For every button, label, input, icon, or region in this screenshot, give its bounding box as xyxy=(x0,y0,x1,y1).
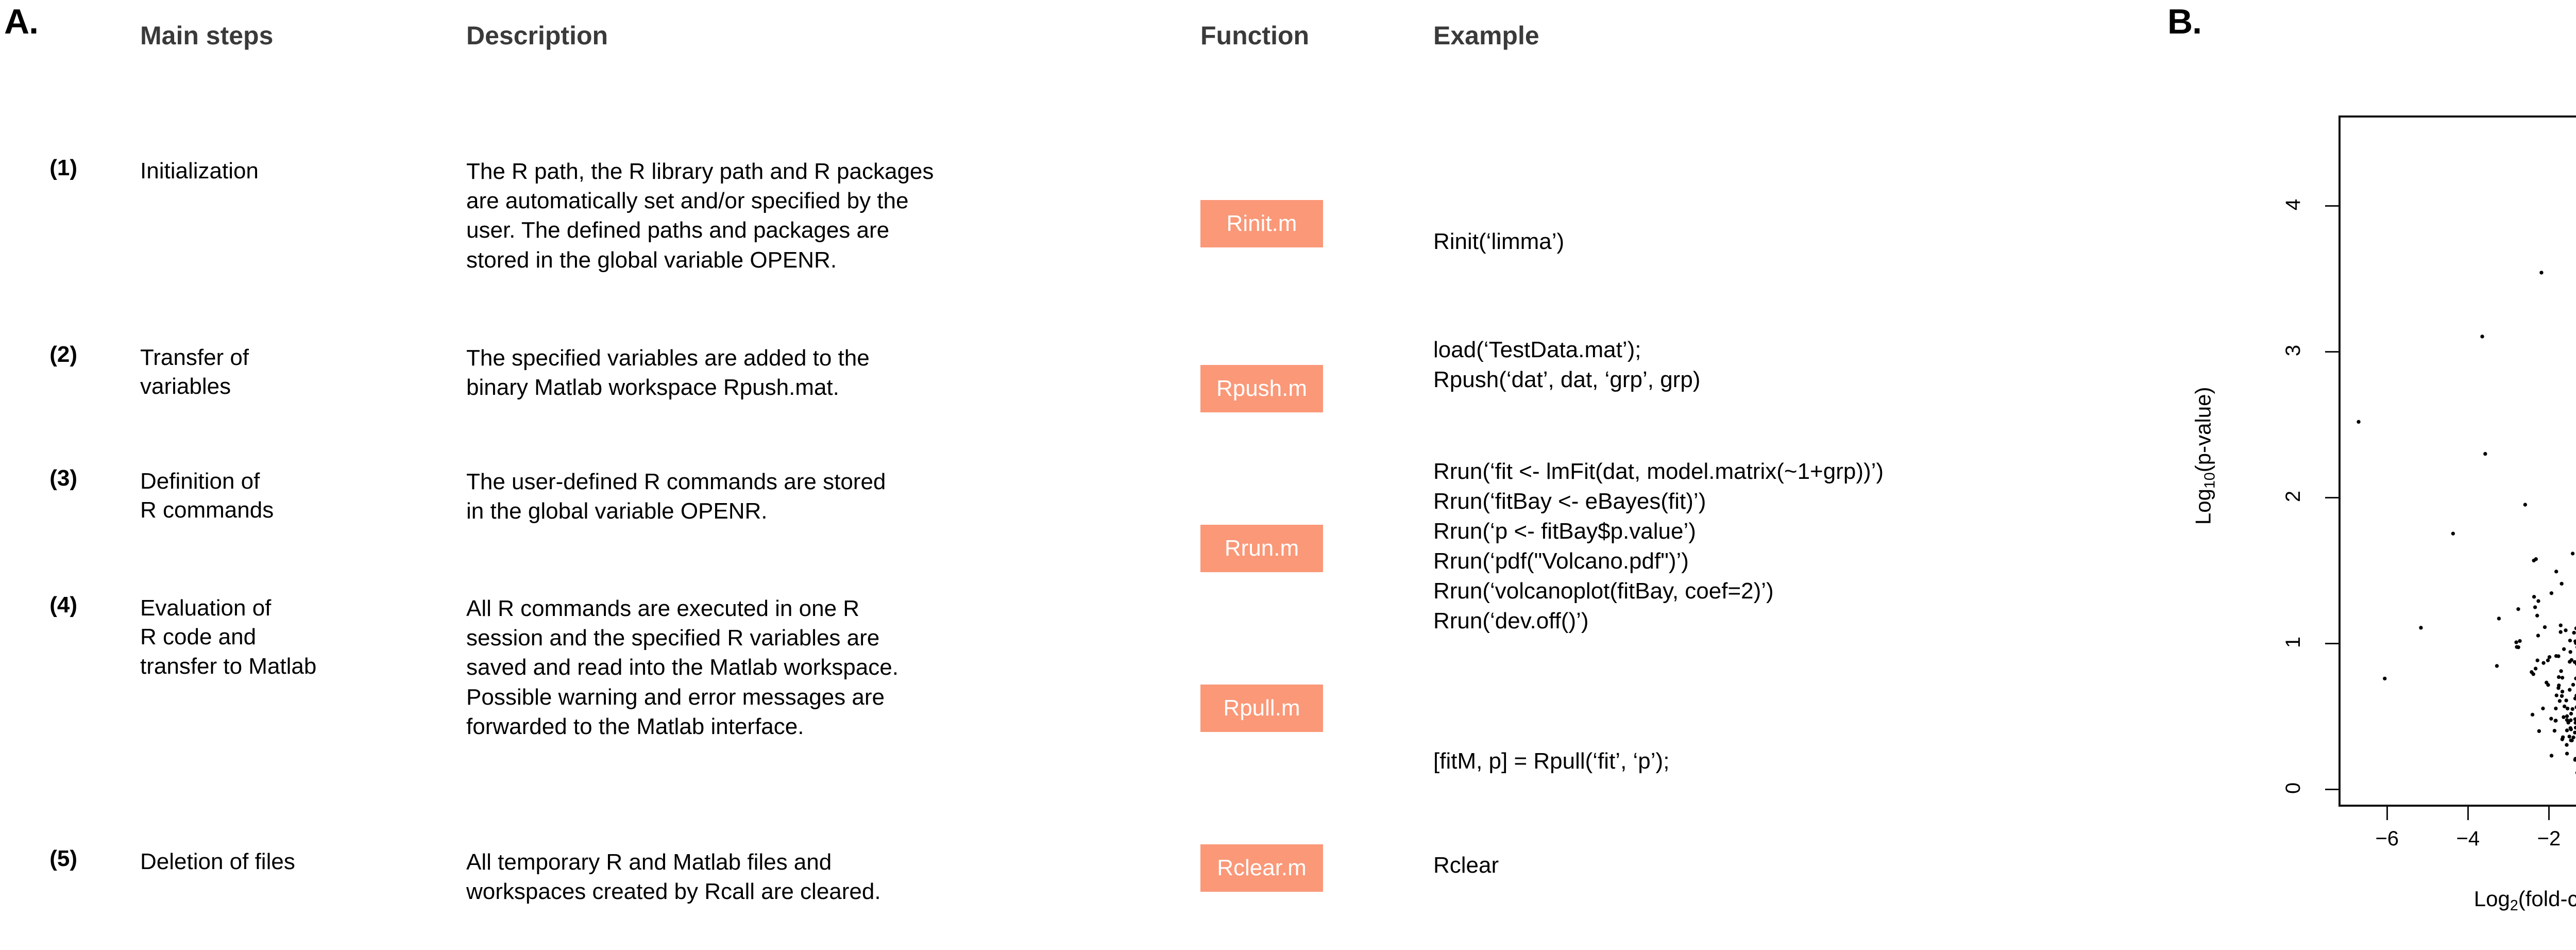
step-description: The user-defined R commands are stored i… xyxy=(466,467,1198,526)
example-code: Rclear xyxy=(1433,851,1499,880)
x-tick xyxy=(2386,807,2388,820)
function-badge[interactable]: Rinit.m xyxy=(1200,200,1323,247)
column-header-function: Function xyxy=(1200,23,1309,48)
y-tick xyxy=(2325,497,2338,498)
y-axis-title: Log10(p-value) xyxy=(2193,296,2218,615)
y-tick xyxy=(2325,643,2338,644)
step-description: The R path, the R library path and R pac… xyxy=(466,157,1198,275)
y-tick-label: 3 xyxy=(2283,330,2303,371)
step-name: Evaluation of R code and transfer to Mat… xyxy=(140,594,316,681)
example-code: [fitM, p] = Rpull(‘fit’, ‘p’); xyxy=(1433,746,1669,776)
volcano-plot-area xyxy=(2338,115,2576,807)
x-tick-label: −2 xyxy=(2518,828,2576,849)
y-tick-label: 0 xyxy=(2283,768,2303,809)
y-tick xyxy=(2325,351,2338,353)
step-name: Initialization xyxy=(140,157,259,186)
step-number: (3) xyxy=(15,467,77,490)
column-header-example: Example xyxy=(1433,23,1539,48)
step-description: The specified variables are added to the… xyxy=(466,343,1198,402)
panel-a-label: A. xyxy=(4,4,38,39)
function-badge[interactable]: Rpush.m xyxy=(1200,365,1323,412)
scatter-points xyxy=(2341,118,2576,805)
y-tick-label: 2 xyxy=(2283,476,2303,517)
panel-b-label: B. xyxy=(2167,4,2201,39)
step-description: All temporary R and Matlab files and wor… xyxy=(466,847,1198,906)
x-axis-title: Log2(fold-change) xyxy=(2138,888,2576,913)
step-number: (4) xyxy=(15,594,77,616)
function-badge[interactable]: Rclear.m xyxy=(1200,844,1323,892)
y-tick xyxy=(2325,789,2338,790)
step-name: Transfer of variables xyxy=(140,343,249,402)
step-description: All R commands are executed in one R ses… xyxy=(466,594,1198,741)
y-tick-label: 1 xyxy=(2283,622,2303,663)
function-badge[interactable]: Rpull.m xyxy=(1200,685,1323,732)
step-name: Deletion of files xyxy=(140,847,295,876)
step-name: Definition of R commands xyxy=(140,467,274,525)
example-code: Rrun(‘fit <- lmFit(dat, model.matrix(~1+… xyxy=(1433,457,1884,636)
example-code: load(‘TestData.mat’); Rpush(‘dat’, dat, … xyxy=(1433,335,1700,395)
x-tick-label: −6 xyxy=(2356,828,2418,849)
y-tick-label: 4 xyxy=(2283,184,2303,225)
function-badge[interactable]: Rrun.m xyxy=(1200,525,1323,572)
x-tick xyxy=(2548,807,2550,820)
column-header-description: Description xyxy=(466,23,608,48)
column-header-main-steps: Main steps xyxy=(140,23,273,48)
step-number: (2) xyxy=(15,343,77,366)
step-number: (1) xyxy=(15,157,77,179)
y-tick xyxy=(2325,205,2338,207)
panel-a-workflow-table: A. Main steps Description Function Examp… xyxy=(0,0,2138,950)
x-tick xyxy=(2467,807,2469,820)
x-tick-label: −4 xyxy=(2437,828,2499,849)
step-number: (5) xyxy=(15,847,77,870)
example-code: Rinit(‘limma’) xyxy=(1433,227,1564,257)
